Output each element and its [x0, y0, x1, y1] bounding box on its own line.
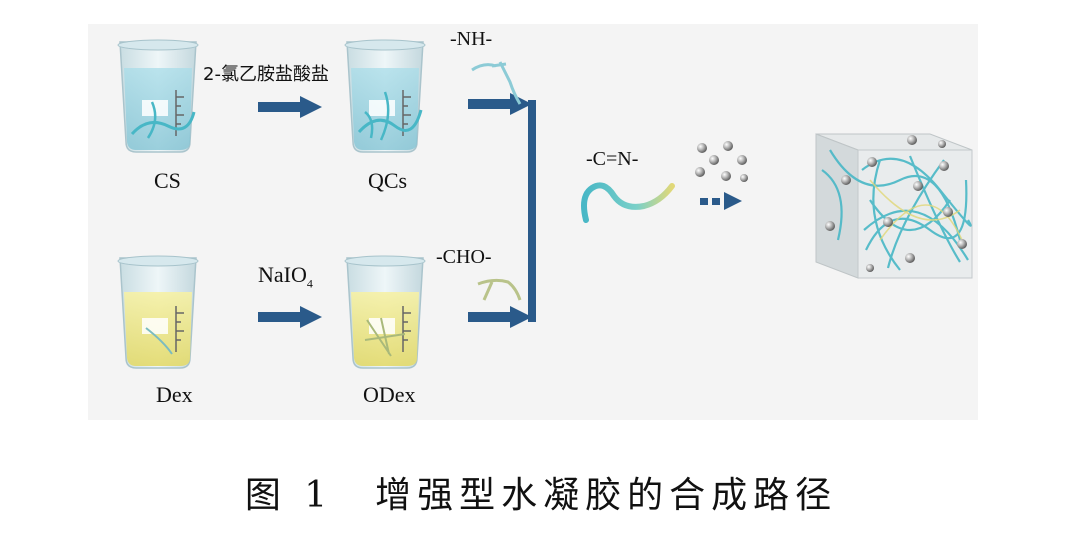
cho-fragment	[477, 278, 522, 301]
group-cn: -C=N-	[586, 148, 639, 170]
beaker-qcs	[344, 39, 426, 153]
dashed-arrow	[700, 192, 742, 210]
figure-caption: 图 1 增强型水凝胶的合成路径	[244, 475, 838, 516]
cn-fiber	[581, 182, 675, 223]
label-odex: ODex	[363, 382, 416, 407]
beaker-odex	[344, 255, 426, 369]
diagram-graphic	[88, 24, 978, 420]
label-dex: Dex	[156, 382, 193, 407]
hydrogel-cube	[815, 133, 973, 279]
reagent-bottom-subscript: 4	[306, 276, 313, 291]
reagent-bottom: NaIO4	[258, 262, 313, 291]
nh-fragment	[471, 61, 522, 105]
group-nh: -NH-	[450, 28, 493, 50]
label-cs: CS	[154, 168, 181, 193]
reagent-bottom-main: NaIO	[258, 262, 307, 287]
arrow-top	[258, 96, 322, 118]
label-qcs: QCs	[368, 168, 408, 193]
nanoparticles	[695, 141, 748, 182]
beaker-cs	[117, 39, 199, 153]
reagent-top: 2-氯乙胺盐酸盐	[203, 64, 329, 85]
beaker-dex	[117, 255, 199, 369]
arrow-bottom	[258, 306, 322, 328]
group-cho: -CHO-	[436, 246, 492, 268]
